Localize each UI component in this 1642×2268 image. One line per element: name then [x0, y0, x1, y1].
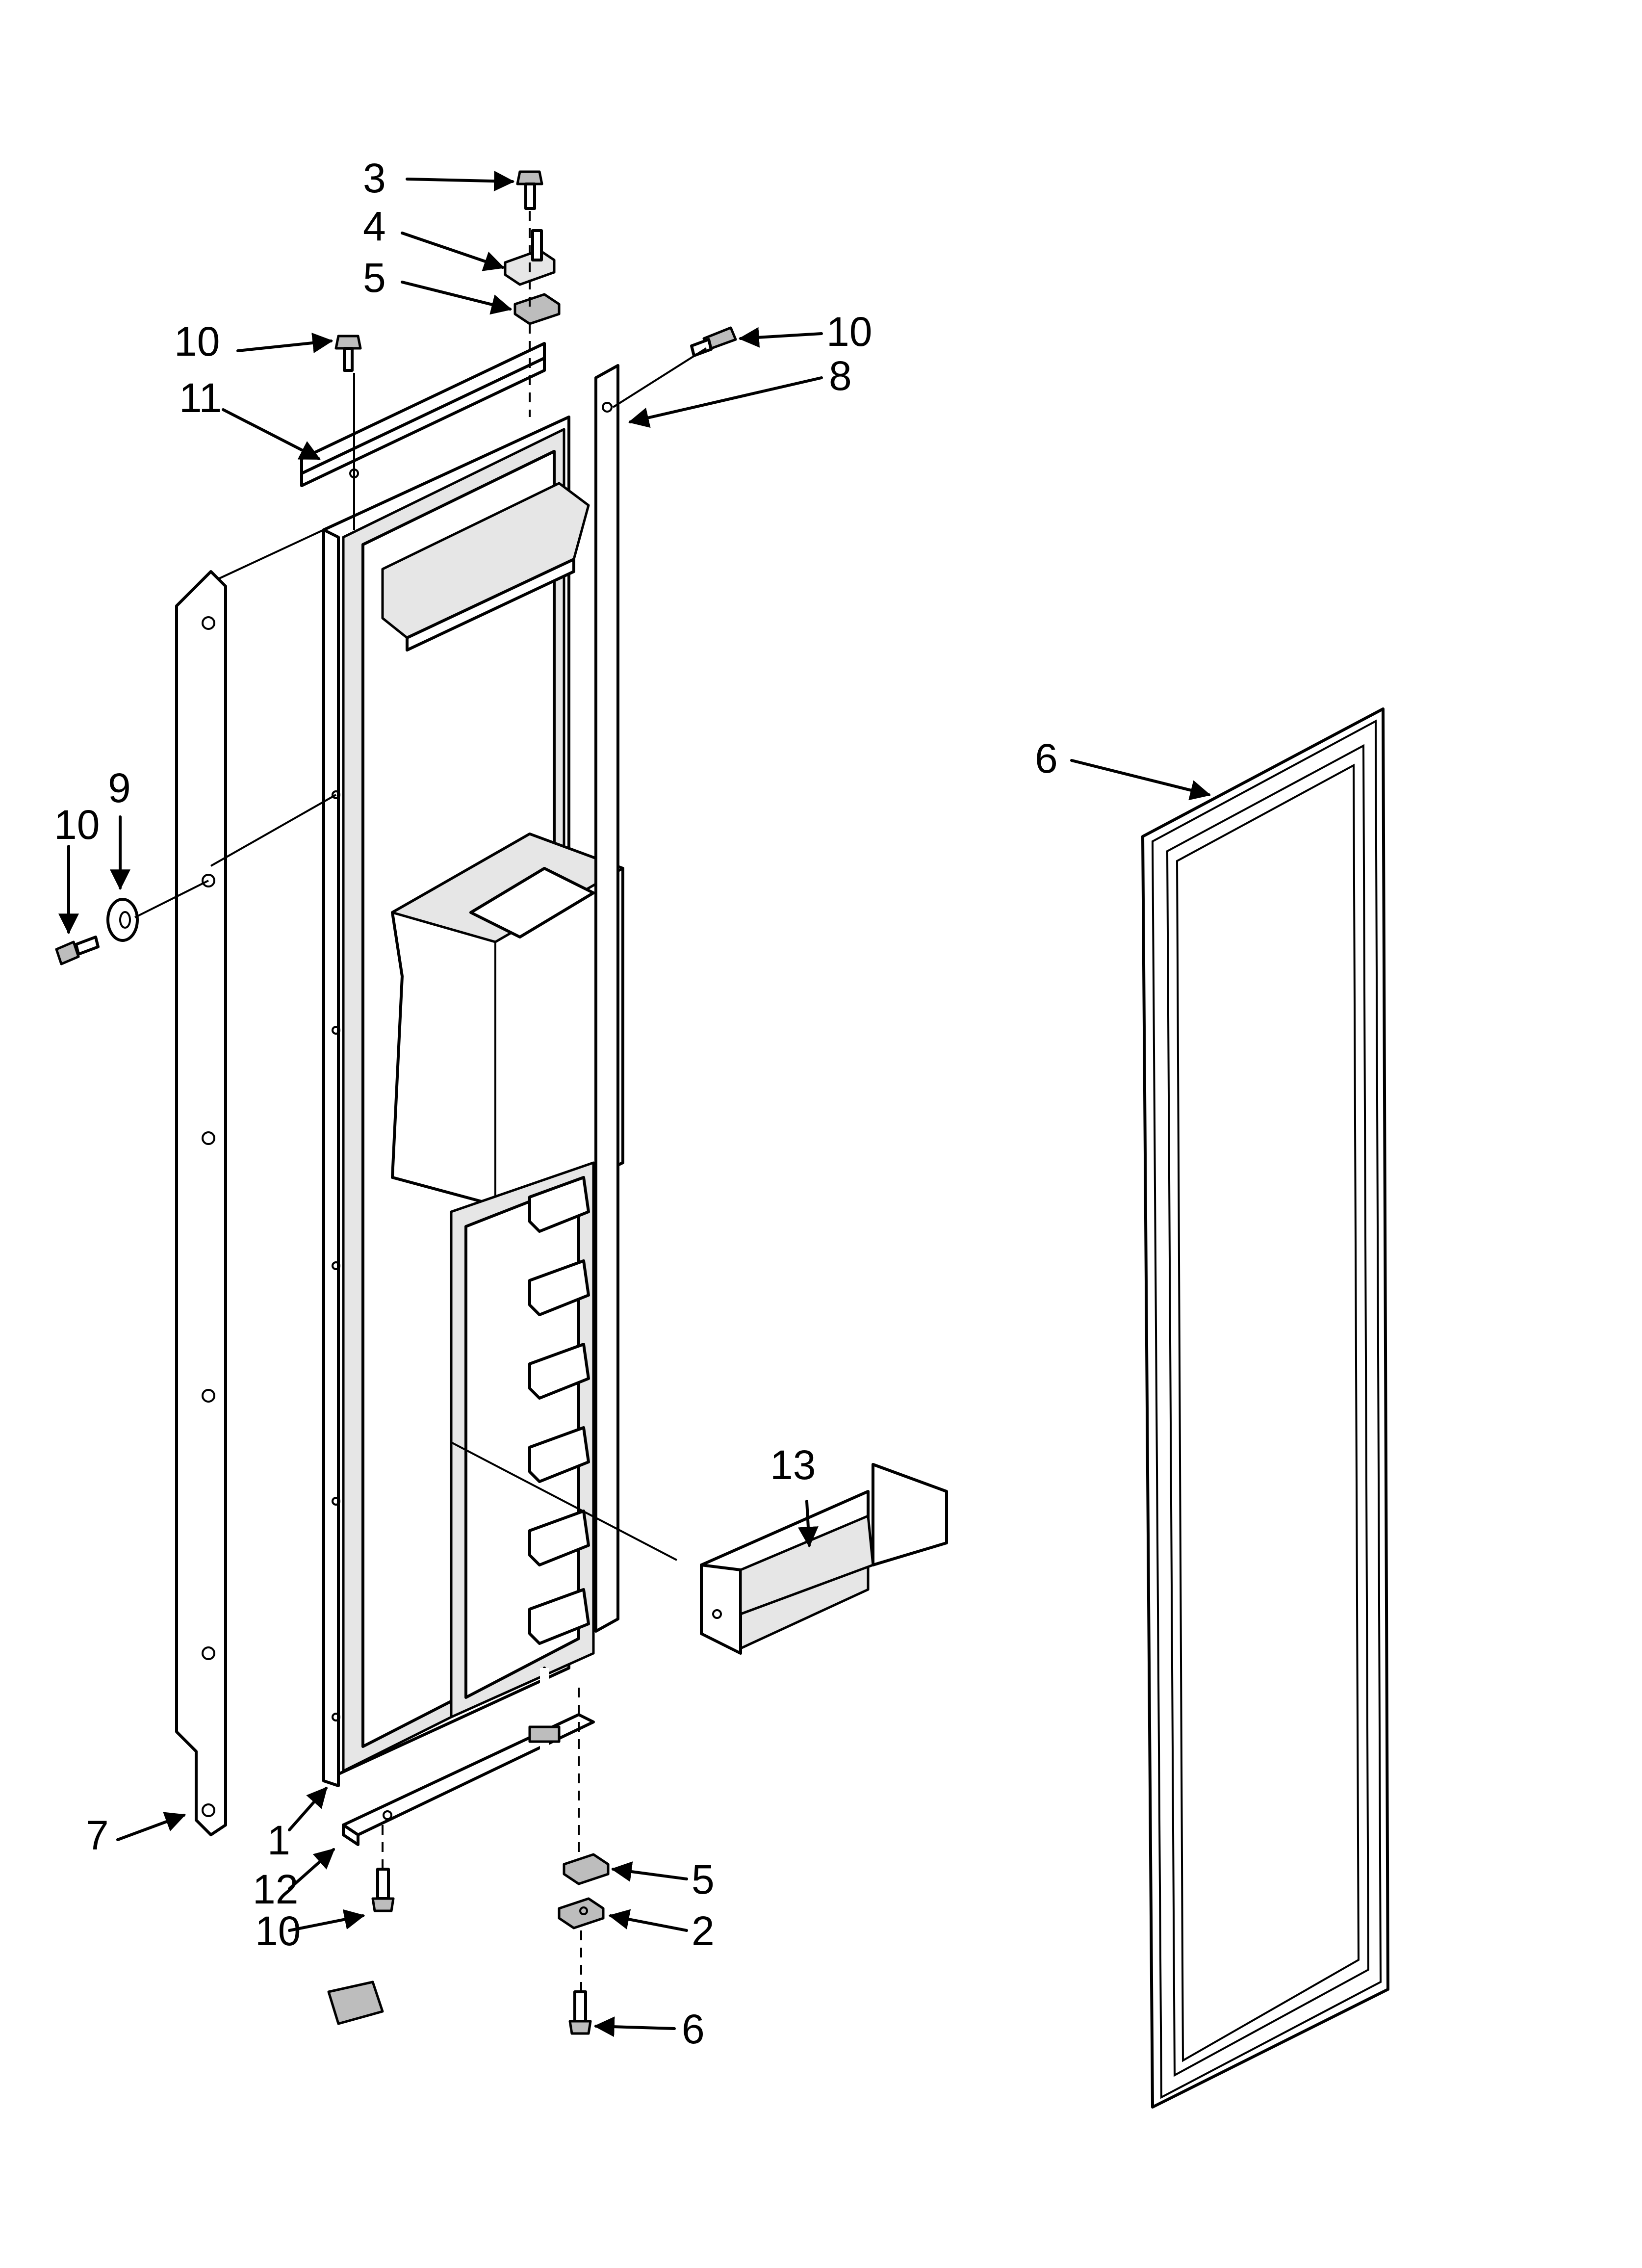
part-10-screw-bottom: [371, 1868, 395, 1912]
part-3-top-screw: [516, 170, 543, 210]
leader-lines: [58, 171, 1211, 2037]
callout-10-top-left: 10: [174, 318, 220, 365]
callout-2: 2: [692, 1908, 715, 1954]
part-7-left-trim: [175, 570, 227, 1836]
shelf-ribs: [528, 1176, 590, 1645]
part-6-door-gasket: [1141, 707, 1389, 2109]
part-5-top-shim: [513, 293, 561, 325]
callout-5-top: 5: [363, 255, 386, 301]
part-8-right-trim: [594, 364, 619, 1633]
callout-10-top-right: 10: [826, 309, 872, 355]
part-12-bottom-bracket: [342, 1713, 595, 1846]
callout-12: 12: [253, 1866, 298, 1912]
callout-7: 7: [86, 1812, 109, 1858]
callout-3: 3: [363, 155, 386, 201]
callout-5-bottom: 5: [692, 1856, 715, 1903]
callout-6-screw: 6: [682, 2006, 705, 2052]
part-10-screw-left: [55, 936, 100, 965]
callout-labels: 3 4 5 10 11 10 8 6 9 10 13 7 1 12 10 5 2…: [54, 155, 1058, 2052]
part-1-door-assembly: [322, 416, 624, 1787]
callout-8: 8: [829, 353, 852, 399]
callout-10-bottom: 10: [255, 1908, 301, 1954]
callout-1: 1: [267, 1817, 290, 1863]
part-4-top-hinge: [504, 229, 556, 286]
part-10-screw-top-right: [690, 326, 737, 357]
callout-10-left: 10: [54, 802, 100, 848]
part-9-washer: [106, 898, 139, 942]
callout-9: 9: [108, 765, 131, 811]
callout-11: 11: [179, 375, 222, 421]
callout-4: 4: [363, 203, 386, 249]
part-11-top-bracket: [300, 342, 546, 487]
callout-6-gasket: 6: [1035, 735, 1058, 782]
part-10-screw-top-left: [334, 335, 362, 372]
part-5-bottom-shim: [563, 1853, 610, 1885]
part-6-bottom-screw: [568, 1990, 592, 2035]
callout-13: 13: [770, 1442, 816, 1488]
water-tube-harness: [327, 1667, 561, 2025]
part-13-door-bin: [700, 1463, 948, 1655]
part-2-bottom-hinge: [558, 1897, 605, 1929]
